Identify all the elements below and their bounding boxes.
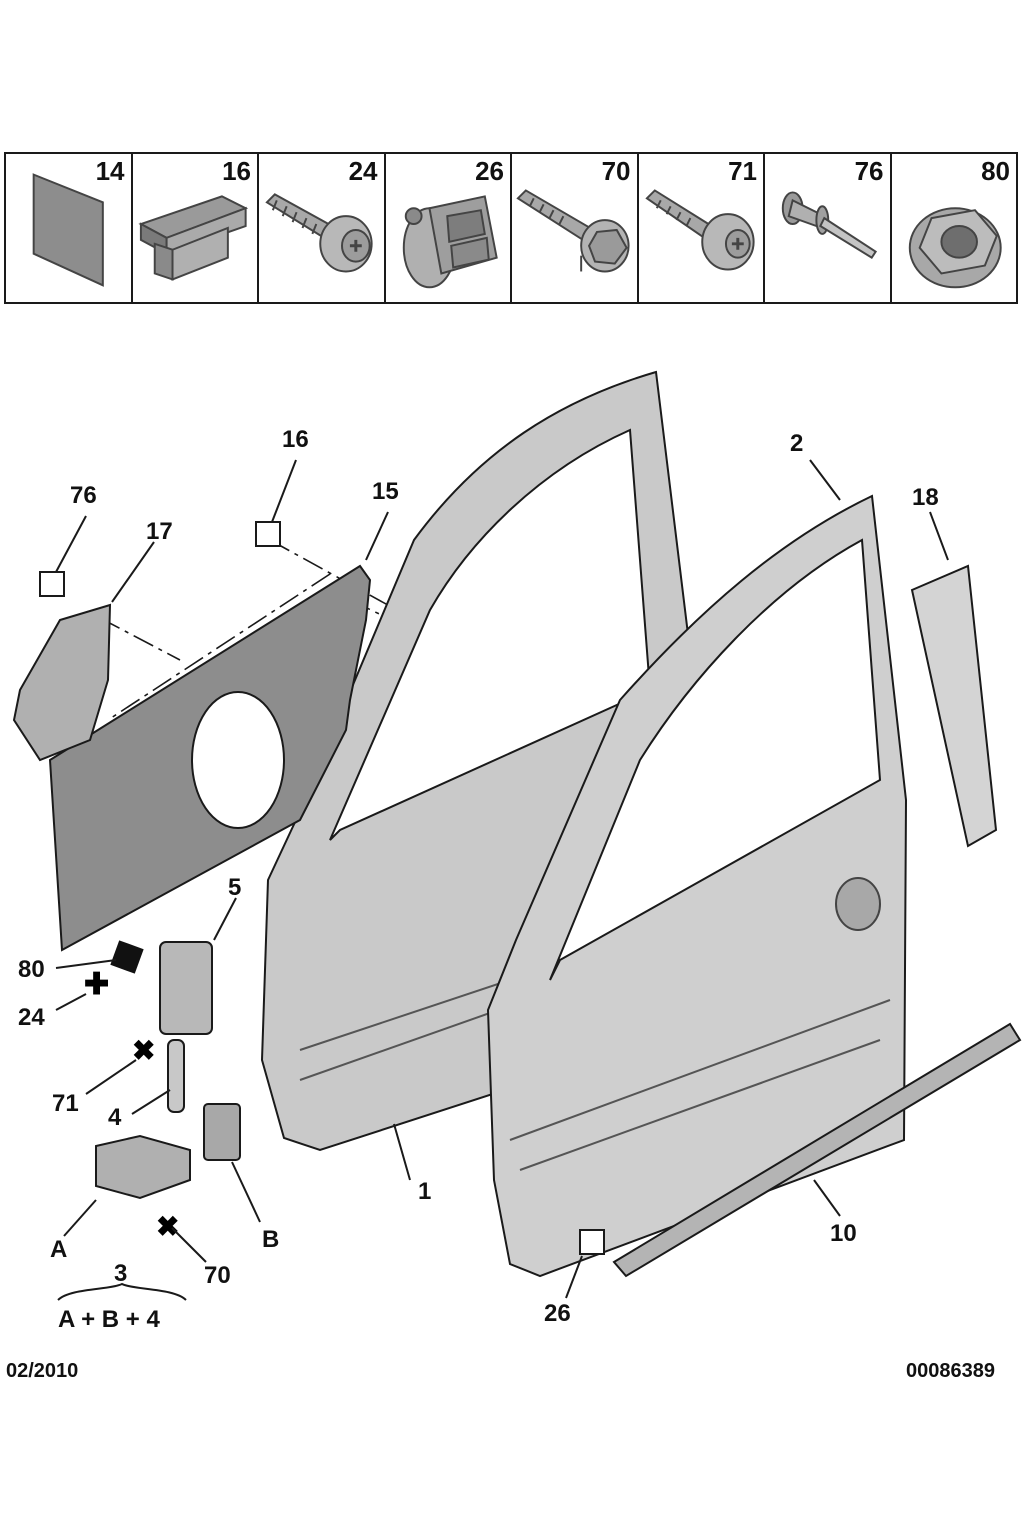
fastener-marker-26	[579, 1229, 605, 1255]
callout-3: 3	[114, 1260, 128, 1287]
callout-10: 10	[830, 1220, 857, 1247]
callout-17: 17	[146, 518, 173, 545]
callout-4: 4	[108, 1104, 122, 1131]
callout-71: 71	[52, 1090, 79, 1117]
hinge-part-a	[95, 1134, 191, 1200]
door-check-5	[159, 941, 213, 1035]
rivet-icon	[781, 191, 878, 259]
legend-cell-26[interactable]: 26	[386, 154, 512, 302]
trim-strip-18	[910, 564, 998, 848]
clip-icon	[137, 195, 248, 281]
pad-icon	[32, 173, 104, 287]
bolt-marker-71: ✖	[132, 1035, 155, 1066]
screw-marker-24: ✚	[84, 968, 109, 1001]
callout-80: 80	[18, 956, 45, 983]
hinge-pin-4	[167, 1039, 185, 1113]
legend-cell-24[interactable]: 24	[259, 154, 386, 302]
callout-2: 2	[790, 430, 804, 457]
nut-icon	[908, 207, 1002, 289]
legend-number: 80	[981, 156, 1010, 186]
clip-marker-16	[255, 521, 281, 547]
panel-opening	[191, 691, 285, 829]
kit-formula: A + B + 4	[58, 1306, 160, 1333]
callout-76: 76	[70, 482, 97, 509]
fastener-icon	[402, 195, 498, 289]
callout-16: 16	[282, 426, 309, 453]
callout-a: A	[50, 1236, 68, 1263]
callout-24: 24	[18, 1004, 45, 1031]
legend-cell-80[interactable]: 80	[892, 154, 1017, 302]
dash-guide	[99, 617, 181, 661]
legend-number: 71	[728, 156, 757, 186]
sill-moulding-10	[612, 1022, 1022, 1278]
legend-cell-16[interactable]: 16	[133, 154, 259, 302]
footer-reference: 00086389	[906, 1360, 995, 1382]
screw-icon	[265, 193, 373, 273]
legend-number: 14	[95, 156, 125, 186]
legend-cell-70[interactable]: 70	[512, 154, 639, 302]
legend-number: 24	[348, 156, 378, 186]
callout-5: 5	[228, 874, 242, 901]
parts-legend: 14 16 24 26	[4, 152, 1018, 304]
torx-bolt-icon	[644, 189, 755, 271]
nut-marker-80	[110, 940, 144, 974]
leader-lines	[55, 459, 949, 1301]
legend-number: 26	[475, 156, 504, 186]
legend-cell-14[interactable]: 14	[6, 154, 133, 302]
callout-26: 26	[544, 1300, 571, 1327]
bolt-marker-70: ✖	[156, 1211, 179, 1242]
footer-date: 02/2010	[6, 1360, 79, 1382]
legend-cell-71[interactable]: 71	[639, 154, 765, 302]
callout-1: 1	[418, 1178, 432, 1205]
legend-number: 70	[601, 156, 631, 186]
callout-b: B	[262, 1226, 280, 1253]
callout-18: 18	[912, 484, 939, 511]
legend-number: 76	[854, 156, 884, 186]
legend-cell-76[interactable]: 76	[765, 154, 892, 302]
callout-15: 15	[372, 478, 399, 505]
legend-number: 16	[222, 156, 251, 186]
bolt-icon	[516, 189, 630, 273]
dash-guide	[107, 573, 331, 721]
door-bracket-17	[12, 603, 112, 762]
callout-70: 70	[204, 1262, 231, 1289]
hinge-part-b	[203, 1103, 241, 1161]
door-shell-2	[486, 494, 908, 1278]
rivet-marker-76	[39, 571, 65, 597]
